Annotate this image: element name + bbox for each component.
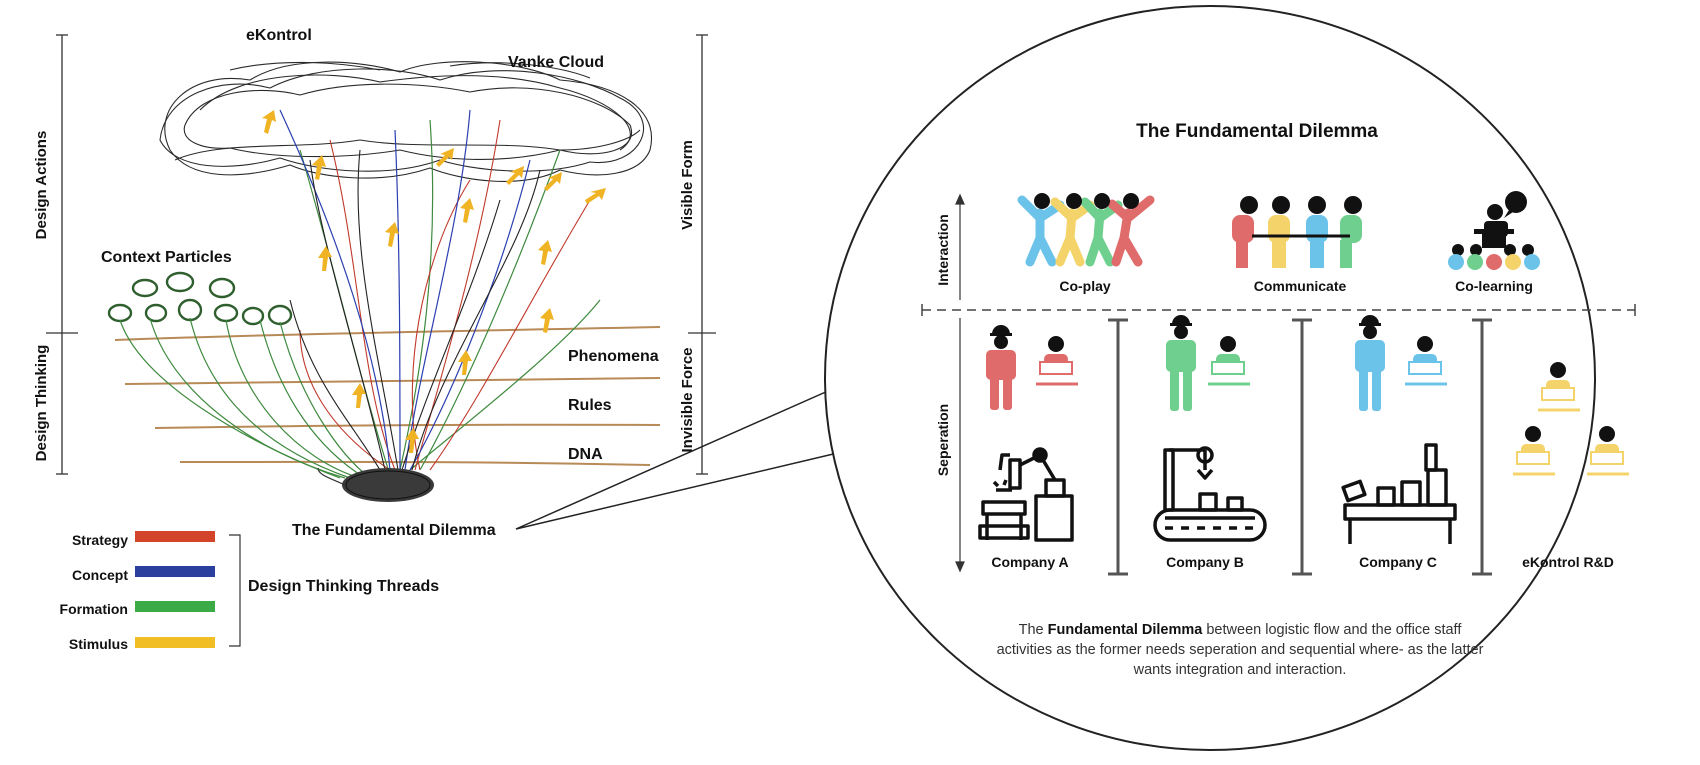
black-threads [289,149,541,471]
company-a-label: Company A [991,554,1068,570]
office-staff-icon-a [1036,336,1078,386]
robot-arm-icon [978,447,1074,542]
legend-bracket [229,534,241,647]
ekontrol-label: eKontrol [246,27,312,44]
blue-threads [279,109,531,471]
dilemma-title: The Fundamental Dilemma [1136,121,1378,142]
side-axis-right [688,34,716,475]
communicate-label: Communicate [1254,278,1347,294]
legend-label-stimulus: Stimulus [69,636,128,652]
claw-conveyor-icon [1153,446,1267,542]
legend-label-formation: Formation [60,601,128,617]
visible-form-label: Visible Form [679,140,696,230]
caption-post: between logistic flow and the office sta… [996,622,1484,678]
legend-label-strategy: Strategy [72,532,128,548]
dilemma-label: The Fundamental Dilemma [292,522,496,539]
ekontrol-rd-label: eKontrol R&D [1522,554,1614,570]
company-b-label: Company B [1166,554,1244,570]
layer-label-dna: DNA [568,446,603,463]
column-dividers [1108,318,1492,576]
co-play-label: Co-play [1059,278,1111,294]
legend-label-concept: Concept [72,567,128,583]
side-axis-left [46,34,78,475]
design-actions-label: Design Actions [33,131,50,240]
worker-icon-a [986,325,1016,410]
co-play-icon [1017,193,1155,267]
legend-swatch-formation [135,601,215,612]
interaction-axis [955,193,965,300]
dilemma-seed [317,467,434,502]
office-staff-icon-rd-3 [1587,426,1629,476]
office-staff-icon-rd-1 [1538,362,1580,412]
detail-circle [824,5,1596,751]
office-staff-icon-b [1208,336,1250,386]
company-c-label: Company C [1359,554,1437,570]
context-particles-label: Context Particles [101,249,232,266]
office-staff-icon-c [1405,336,1447,386]
caption-pre: The [1018,622,1048,638]
cloud-scribble [159,61,652,182]
interaction-axis-label: Interaction [935,214,951,286]
office-staff-icon-rd-2 [1513,426,1555,476]
caption-bold: Fundamental Dilemma [1047,622,1203,638]
green-threads [119,119,601,479]
separation-axis [955,318,965,573]
layer-label-rules: Rules [568,397,612,414]
legend-swatch-concept [135,566,215,577]
dashed-divider [921,304,1636,316]
legend-group-label: Design Thinking Threads [248,578,439,595]
legend-swatch-stimulus [135,637,215,648]
co-learning-label: Co-learning [1455,278,1533,294]
context-particles [107,271,293,326]
legend: Strategy Concept Formation Stimulus Desi… [60,531,439,652]
invisible-force-label: Invisible Force [679,347,696,452]
legend-swatch-strategy [135,531,215,542]
worker-icon-c [1355,315,1385,411]
dilemma-caption: The Fundamental Dilemma between logistic… [990,620,1490,680]
red-threads [299,119,591,471]
design-thinking-label: Design Thinking [33,345,50,462]
vanke-cloud-label: Vanke Cloud [508,54,604,71]
layer-label-phenomena: Phenomena [568,348,659,365]
packaging-conveyor-icon [1341,443,1457,544]
communicate-icon [1232,196,1362,268]
co-learning-icon [1448,191,1540,270]
worker-icon-b [1166,315,1196,411]
separation-axis-label: Seperation [935,404,951,476]
stimulus-arrows [262,110,606,453]
callout-connector [515,382,847,530]
